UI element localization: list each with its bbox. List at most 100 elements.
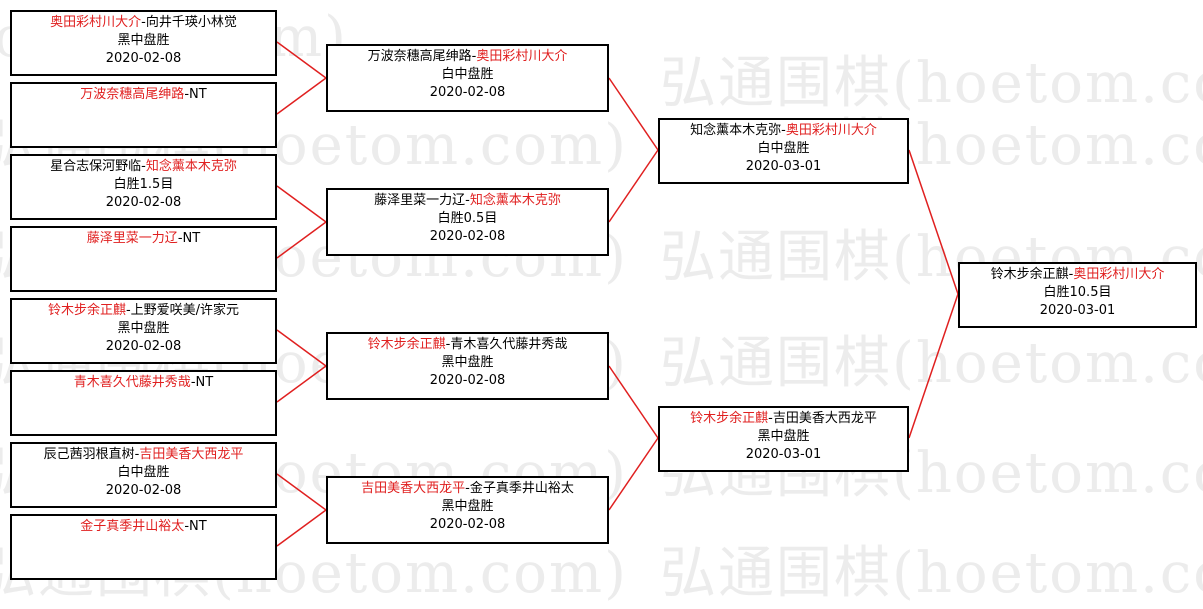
match-box: 万波奈穗高尾绅路-奥田彩村川大介 白中盘胜 2020-02-08 (326, 44, 609, 112)
connector-line (276, 41, 327, 79)
match-result: 黑中盘胜 (757, 429, 810, 444)
connector-line (908, 149, 959, 295)
winner-name: 奥田彩村川大介 (50, 15, 142, 30)
match-box: 铃木步余正麒-上野爱咲美/许家元 黑中盘胜 2020-02-08 (10, 298, 277, 364)
connector-line (608, 365, 659, 439)
match-box: 藤泽里菜一力辽-知念薰本木克弥 白胜0.5目 2020-02-08 (326, 188, 609, 256)
match-players: 吉田美香大西龙平-金子真季井山裕太 (328, 480, 607, 498)
player-name: 藤泽里菜一力辽 (374, 193, 466, 208)
winner-name: 吉田美香大西龙平 (139, 447, 244, 462)
separator: - (125, 303, 131, 318)
match-result: 白中盘胜 (757, 141, 810, 156)
watermark-text: 弘通围棋(hoetom.com) (660, 51, 1203, 116)
match-result: 白胜0.5目 (437, 211, 498, 226)
winner-name: 铃木步余正麒 (690, 411, 769, 426)
winner-name: 奥田彩村川大介 (1073, 267, 1165, 282)
separator: - (1068, 267, 1074, 282)
match-box: 铃木步余正麒-吉田美香大西龙平 黑中盘胜 2020-03-01 (658, 406, 909, 472)
connector-line (276, 221, 327, 259)
connector-line (276, 365, 327, 403)
player-name: NT (189, 87, 207, 102)
separator: - (141, 15, 146, 30)
match-result: 黑中盘胜 (441, 499, 494, 514)
match-box: 万波奈穗高尾绅路-NT (10, 82, 277, 148)
player-name: 青木喜久代藤井秀哉 (450, 337, 568, 352)
match-result: 白中盘胜 (441, 67, 494, 82)
match-box: 铃木步余正麒-青木喜久代藤井秀哉 黑中盘胜 2020-02-08 (326, 332, 609, 400)
player-name: 金子真季井山裕太 (469, 481, 574, 496)
separator: - (184, 519, 190, 534)
match-result: 白胜1.5目 (113, 177, 174, 192)
watermark-text: 弘通围棋(hoetom.com) (660, 331, 1203, 396)
connector-line (908, 293, 959, 439)
winner-name: 青木喜久代藤井秀哉 (73, 375, 191, 390)
winner-name: 万波奈穗高尾绅路 (80, 87, 185, 102)
player-name: 知念薰本木克弥 (690, 123, 782, 138)
match-date: 2020-03-01 (745, 447, 822, 462)
match-result: 黑中盘胜 (117, 33, 170, 48)
match-players: 铃木步余正麒-青木喜久代藤井秀哉 (328, 336, 607, 354)
match-box-final: 铃木步余正麒-奥田彩村川大介 白胜10.5目 2020-03-01 (958, 262, 1197, 328)
winner-name: 知念薰本木克弥 (469, 193, 561, 208)
connector-line (276, 329, 327, 367)
match-result: 白胜10.5目 (1043, 285, 1112, 300)
match-players: 铃木步余正麒-吉田美香大西龙平 (660, 410, 907, 428)
match-date: 2020-03-01 (1039, 303, 1116, 318)
match-box: 青木喜久代藤井秀哉-NT (10, 370, 277, 436)
player-name: 向井千瑛小林觉 (145, 15, 237, 30)
separator: - (141, 159, 146, 174)
separator: - (190, 375, 196, 390)
connector-line (608, 437, 659, 511)
separator: - (465, 481, 470, 496)
match-box: 吉田美香大西龙平-金子真季井山裕太 黑中盘胜 2020-02-08 (326, 476, 609, 544)
match-date: 2020-02-08 (105, 339, 182, 354)
match-players: 铃木步余正麒-奥田彩村川大介 (960, 266, 1195, 284)
match-players: 铃木步余正麒-上野爱咲美/许家元 (12, 302, 275, 320)
match-date: 2020-02-08 (105, 195, 182, 210)
player-name: NT (189, 519, 207, 534)
separator: - (465, 193, 470, 208)
winner-name: 知念薰本木克弥 (145, 159, 237, 174)
player-name: 铃木步余正麒 (990, 267, 1069, 282)
connector-line (608, 149, 659, 223)
bracket-connectors (276, 41, 959, 547)
player-name: 吉田美香大西龙平 (772, 411, 877, 426)
match-box: 奥田彩村川大介-向井千瑛小林觉 黑中盘胜 2020-02-08 (10, 10, 277, 76)
match-players: 藤泽里菜一力辽-知念薰本木克弥 (328, 192, 607, 210)
match-box: 辰己茜羽根直树-吉田美香大西龙平 白中盘胜 2020-02-08 (10, 442, 277, 508)
match-box: 星合志保河野临-知念薰本木克弥 白胜1.5目 2020-02-08 (10, 154, 277, 220)
match-result: 白中盘胜 (117, 465, 170, 480)
separator: - (177, 231, 183, 246)
separator: - (471, 49, 477, 64)
connector-line (608, 77, 659, 151)
winner-name: 铃木步余正麒 (47, 303, 126, 318)
separator: - (768, 411, 773, 426)
match-result: 黑中盘胜 (117, 321, 170, 336)
separator: - (445, 337, 451, 352)
match-players: 金子真季井山裕太-NT (12, 518, 275, 536)
connector-line (276, 77, 327, 115)
connector-line (276, 473, 327, 511)
match-box: 藤泽里菜一力辽-NT (10, 226, 277, 292)
match-players: 青木喜久代藤井秀哉-NT (12, 374, 275, 392)
match-date: 2020-02-08 (429, 517, 506, 532)
match-date: 2020-02-08 (429, 229, 506, 244)
separator: - (134, 447, 140, 462)
match-date: 2020-03-01 (745, 159, 822, 174)
player-name: NT (182, 231, 201, 246)
winner-name: 金子真季井山裕太 (80, 519, 185, 534)
match-players: 奥田彩村川大介-向井千瑛小林觉 (12, 14, 275, 32)
player-name: 万波奈穗高尾绅路 (367, 49, 472, 64)
player-name: 辰己茜羽根直树 (43, 447, 135, 462)
winner-name: 铃木步余正麒 (367, 337, 446, 352)
match-players: 星合志保河野临-知念薰本木克弥 (12, 158, 275, 176)
match-date: 2020-02-08 (105, 483, 182, 498)
match-players: 知念薰本木克弥-奥田彩村川大介 (660, 122, 907, 140)
match-players: 万波奈穗高尾绅路-奥田彩村川大介 (328, 48, 607, 66)
winner-name: 吉田美香大西龙平 (361, 481, 466, 496)
match-date: 2020-02-08 (105, 51, 182, 66)
winner-name: 奥田彩村川大介 (476, 49, 568, 64)
separator: - (184, 87, 190, 102)
match-players: 万波奈穗高尾绅路-NT (12, 86, 275, 104)
connector-line (276, 185, 327, 223)
